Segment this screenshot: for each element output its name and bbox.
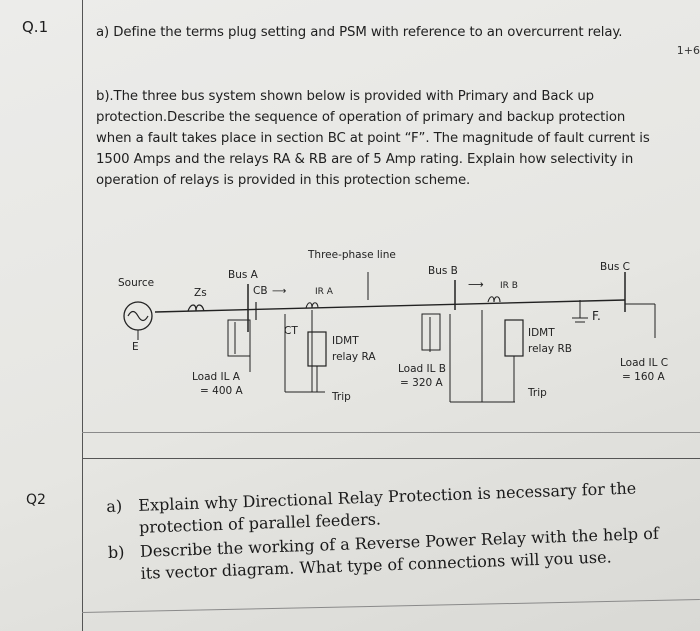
q1-part-b: b).The three bus system shown below is p… xyxy=(96,89,650,188)
load-a-label-1: Load IL A xyxy=(192,371,241,383)
cb-label: CB xyxy=(253,285,268,297)
three-phase-line-label: Three-phase line xyxy=(307,249,396,261)
load-b-frame xyxy=(421,313,441,351)
idmt-b-label-1: IDMT xyxy=(528,327,555,339)
three-bus-protection-diagram: ⟶ ⟶ Three-phase line xyxy=(118,249,668,403)
load-c-label-2: = 160 A xyxy=(622,371,666,383)
load-b-label-2: = 320 A xyxy=(400,377,444,389)
source-label: Source xyxy=(118,277,154,289)
ira-label: IR A xyxy=(315,287,334,297)
irb-arrow-icon: ⟶ xyxy=(468,278,484,291)
e-label: E xyxy=(132,341,139,353)
idmt-a-label-2: relay RA xyxy=(332,351,376,363)
bus-c-label: Bus C xyxy=(600,261,630,273)
zs-label: Zs xyxy=(194,287,207,299)
q2-body: a) Explain why Directional Relay Protect… xyxy=(106,477,665,586)
bus-a-label: Bus A xyxy=(228,269,259,281)
marks-label: 1+6 xyxy=(676,44,700,57)
row-divider-top xyxy=(82,432,700,433)
q2-part-b-label: b) xyxy=(107,542,125,562)
row-divider xyxy=(82,458,700,459)
row-divider-bottom xyxy=(81,599,700,613)
question-number-1: Q.1 xyxy=(22,18,49,36)
q1-part-a: a) Define the terms plug setting and PSM… xyxy=(96,25,623,40)
sine-wave-icon xyxy=(127,310,149,322)
question-number-2: Q2 xyxy=(26,492,46,508)
impedance-zs-symbol xyxy=(187,304,205,312)
relay-a-box xyxy=(307,331,327,367)
column-divider xyxy=(82,0,83,631)
irb-label: IR B xyxy=(500,281,518,291)
load-a-frame xyxy=(227,319,251,357)
three-phase-line xyxy=(154,299,626,313)
ct-label: CT xyxy=(284,325,298,337)
idmt-b-label-2: relay RB xyxy=(528,343,572,355)
trip-a-label: Trip xyxy=(331,391,351,403)
relay-b-box xyxy=(504,319,524,357)
bus-b-label: Bus B xyxy=(428,265,458,277)
ct-b-symbol xyxy=(487,296,501,303)
ct-a-symbol xyxy=(305,302,319,309)
idmt-a-label-1: IDMT xyxy=(332,335,359,347)
load-a-label-2: = 400 A xyxy=(200,385,244,397)
trip-b-label: Trip xyxy=(527,387,547,399)
fault-label: F. xyxy=(592,309,601,323)
load-c-label-1: Load IL C xyxy=(620,357,668,369)
cb-arrow-icon: ⟶ xyxy=(272,286,286,297)
load-b-label-1: Load IL B xyxy=(398,363,446,375)
q2-part-a-label: a) xyxy=(106,496,123,516)
